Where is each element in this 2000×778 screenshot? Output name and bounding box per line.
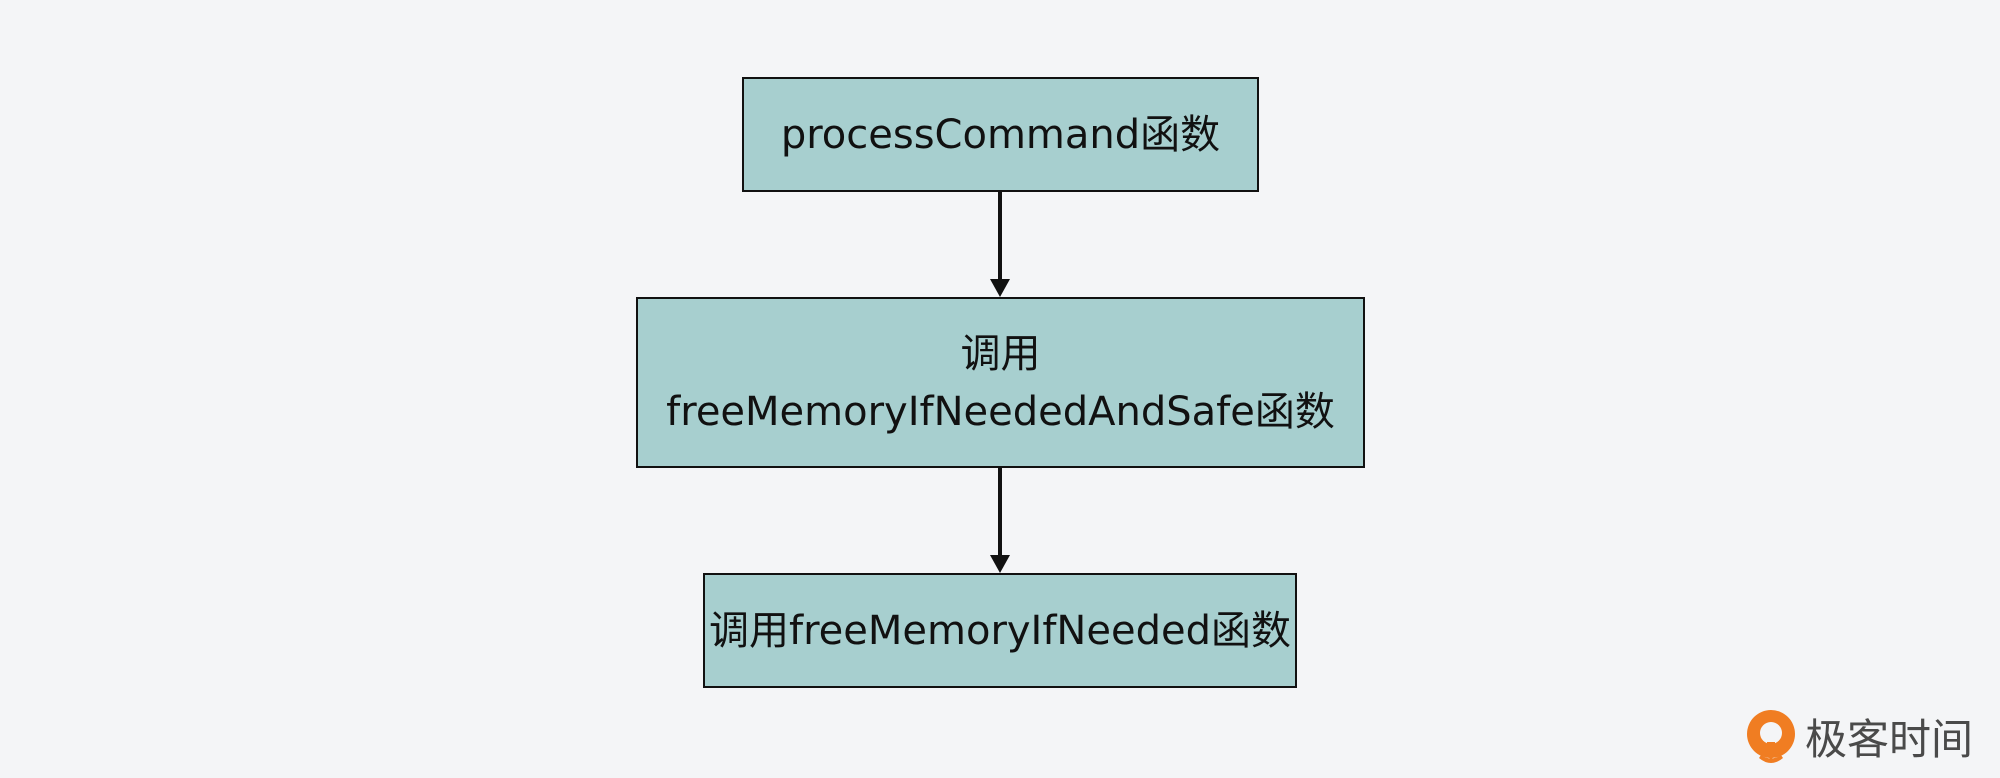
node-free-memory-if-needed-label: 调用freeMemoryIfNeeded函数: [709, 607, 1291, 654]
geektime-logo-icon: [1747, 710, 1795, 763]
geektime-watermark: 极客时间: [1745, 708, 1973, 772]
watermark-text: 极客时间: [1805, 715, 1974, 764]
arrow-safe-to-needed: [990, 468, 1010, 573]
node-safe-label-line1: 调用: [960, 330, 1041, 377]
node-free-memory-if-needed-and-safe: 调用 freeMemoryIfNeededAndSafe函数: [636, 297, 1365, 468]
node-safe-label-line2: freeMemoryIfNeededAndSafe函数: [666, 388, 1335, 435]
node-process-command-label: processCommand函数: [780, 111, 1221, 158]
node-process-command: processCommand函数: [742, 77, 1259, 192]
node-free-memory-if-needed: 调用freeMemoryIfNeeded函数: [703, 573, 1297, 688]
arrow-process-to-safe: [990, 192, 1010, 297]
